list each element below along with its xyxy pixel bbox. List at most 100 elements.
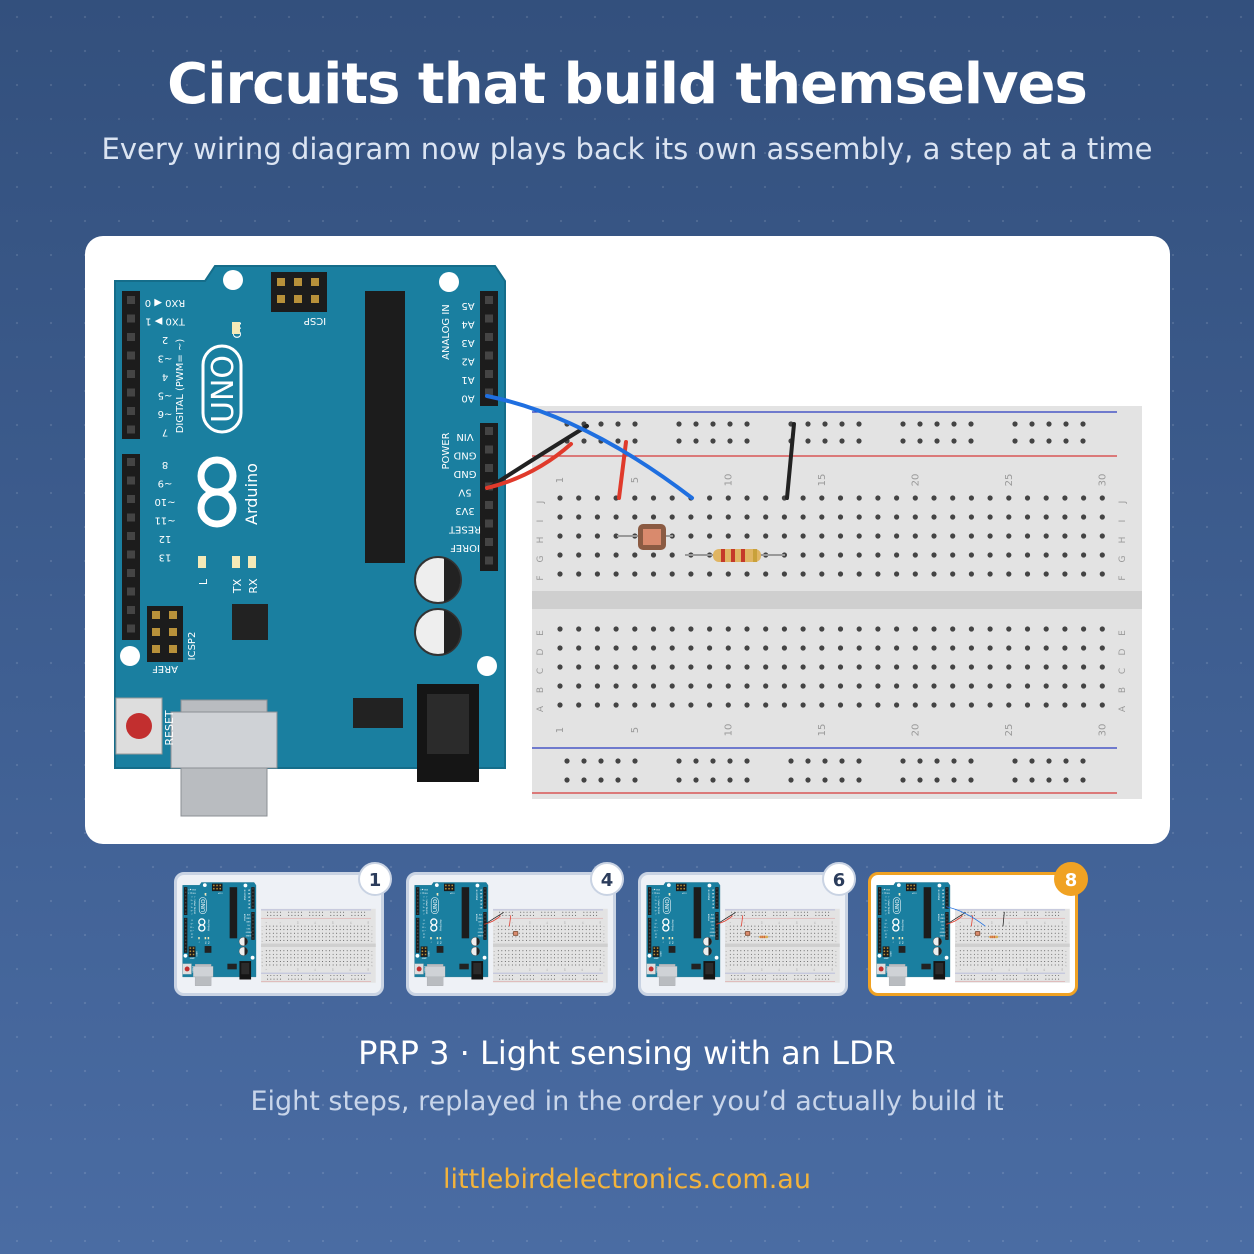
row-label: J xyxy=(1066,926,1068,928)
breadboard-hole xyxy=(557,683,563,689)
breadboard-hole xyxy=(1047,953,1049,955)
rail-hole xyxy=(1003,978,1005,980)
breadboard-hole xyxy=(1005,953,1007,955)
breadboard-hole xyxy=(998,950,1000,952)
breadboard-hole xyxy=(796,960,798,962)
rail-hole xyxy=(985,911,987,913)
breadboard-hole xyxy=(367,964,369,966)
breadboard-hole xyxy=(998,957,1000,959)
column-label: 30 xyxy=(600,968,602,971)
breadboard-hole xyxy=(800,664,806,670)
usb-chip xyxy=(668,946,676,953)
breadboard-hole xyxy=(984,932,986,934)
rail-hole xyxy=(797,911,799,913)
breadboard-hole xyxy=(367,957,369,959)
digital-pin-label: RX0 ◀ 0 xyxy=(419,888,427,891)
icsp2-pin xyxy=(656,947,659,949)
rail-hole xyxy=(988,975,990,977)
breadboard-hole xyxy=(308,964,309,966)
power-jack-inner xyxy=(427,694,469,754)
rail-hole xyxy=(276,914,278,916)
breadboard-hole xyxy=(515,929,517,931)
rail-hole xyxy=(967,911,969,913)
icsp2-pin xyxy=(653,950,656,953)
breadboard-hole xyxy=(571,960,573,962)
rail-hole xyxy=(968,438,974,444)
arduino-label: Arduino xyxy=(900,919,904,931)
breadboard-hole xyxy=(283,953,285,955)
breadboard-hole xyxy=(367,932,369,934)
breadboard-hole xyxy=(1043,552,1049,558)
row-label: E xyxy=(1066,951,1068,952)
breadboard-hole xyxy=(781,571,788,577)
header-pin xyxy=(416,929,419,931)
breadboard-hole xyxy=(318,929,320,931)
breadboard-hole xyxy=(311,953,313,955)
breadboard-hole xyxy=(1099,571,1105,577)
breadboard-hole xyxy=(1037,957,1039,959)
row-label: I xyxy=(836,930,838,931)
circuit-parts xyxy=(484,912,520,936)
breadboard-hole xyxy=(279,950,281,952)
header-pin xyxy=(648,932,651,934)
breadboard-hole xyxy=(522,925,524,927)
breadboard-hole xyxy=(265,964,267,966)
breadboard-hole xyxy=(357,953,359,955)
breadboard-hole xyxy=(757,932,759,934)
breadboard-hole xyxy=(594,552,600,558)
rail-hole xyxy=(318,914,320,916)
breadboard-hole xyxy=(1023,939,1025,941)
breadboard-hole xyxy=(522,957,524,959)
breadboard-hole xyxy=(1023,964,1025,966)
rail-hole xyxy=(575,914,577,916)
breadboard-hole xyxy=(725,683,731,689)
row-label: E xyxy=(536,630,546,636)
breadboard-hole xyxy=(931,514,937,520)
column-label: 1 xyxy=(960,921,962,923)
breadboard-hole xyxy=(803,939,805,941)
rail-hole xyxy=(1024,911,1026,913)
breadboard-hole xyxy=(977,950,979,952)
rail-hole xyxy=(794,914,796,916)
row-label: H xyxy=(494,933,496,935)
row-label: C xyxy=(726,957,728,959)
row-label: C xyxy=(836,957,838,959)
breadboard-hole xyxy=(772,925,773,927)
icsp-pin xyxy=(311,295,319,303)
breadboard-hole xyxy=(977,964,979,966)
row-label: A xyxy=(1065,964,1068,966)
footer-url[interactable]: littlebirdelectronics.com.au xyxy=(443,1164,811,1195)
breadboard-hole xyxy=(800,683,806,689)
breadboard-hole xyxy=(1062,683,1068,689)
breadboard-hole xyxy=(779,953,781,955)
breadboard-hole xyxy=(994,953,996,955)
breadboard-hole xyxy=(743,925,745,927)
power-pin-label: GND xyxy=(246,917,251,919)
rail-hole xyxy=(968,777,974,783)
on-label: ON xyxy=(205,892,207,896)
rail-hole xyxy=(532,911,534,913)
breadboard-hole xyxy=(991,925,993,927)
a0-wire xyxy=(946,906,986,927)
row-label: D xyxy=(372,954,374,956)
breadboard-hole xyxy=(315,929,317,931)
breadboard-hole xyxy=(1005,960,1007,962)
breadboard-hole xyxy=(1062,645,1068,651)
breadboard-hole xyxy=(518,939,520,941)
power-pin-label: RESET xyxy=(939,930,946,932)
rail-hole xyxy=(740,911,742,913)
power-jack-inner xyxy=(241,962,250,975)
breadboard-hole xyxy=(571,953,573,955)
rail-hole xyxy=(821,911,823,913)
rail-hole xyxy=(1058,975,1060,977)
breadboard-hole xyxy=(525,932,527,934)
breadboard-hole xyxy=(963,960,965,962)
breadboard-hole xyxy=(669,626,675,632)
breadboard-hole xyxy=(1006,533,1012,539)
step-number-badge: 4 xyxy=(590,862,624,896)
